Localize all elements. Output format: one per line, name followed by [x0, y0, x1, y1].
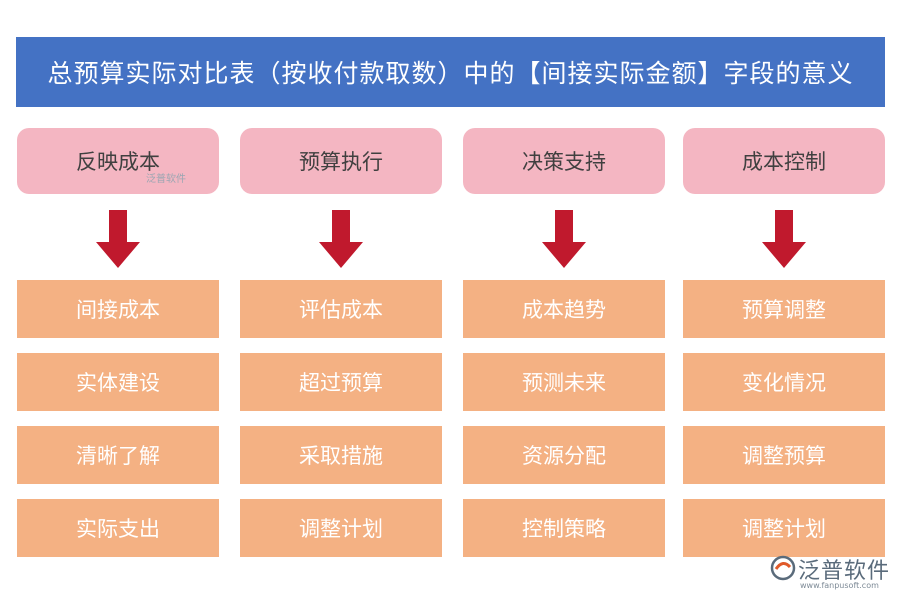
list-item: 评估成本	[240, 280, 442, 338]
list-item: 清晰了解	[17, 426, 219, 484]
page-title: 总预算实际对比表（按收付款取数）中的【间接实际金额】字段的意义	[16, 37, 885, 107]
arrow-down-icon	[542, 210, 586, 268]
list-item: 变化情况	[683, 353, 885, 411]
list-item: 采取措施	[240, 426, 442, 484]
column-heading: 预算执行	[240, 128, 442, 194]
list-item: 调整计划	[683, 499, 885, 557]
list-item: 实体建设	[17, 353, 219, 411]
list-item: 预测未来	[463, 353, 665, 411]
watermark-logo: 泛普软件 www.fanpusoft.com	[770, 553, 892, 593]
arrow-down-icon	[762, 210, 806, 268]
list-item: 间接成本	[17, 280, 219, 338]
arrow-down-icon	[319, 210, 363, 268]
arrow-down-icon	[96, 210, 140, 268]
watermark-name: 泛普软件	[798, 559, 891, 584]
list-item: 成本趋势	[463, 280, 665, 338]
column-heading: 决策支持	[463, 128, 665, 194]
list-item: 调整预算	[683, 426, 885, 484]
list-item: 资源分配	[463, 426, 665, 484]
watermark-mini: 泛普软件	[146, 174, 186, 185]
column-heading: 反映成本	[17, 128, 219, 194]
list-item: 超过预算	[240, 353, 442, 411]
watermark-url: www.fanpusoft.com	[800, 581, 879, 590]
column-heading: 成本控制	[683, 128, 885, 194]
list-item: 调整计划	[240, 499, 442, 557]
fanpu-logo-icon	[770, 555, 796, 581]
list-item: 预算调整	[683, 280, 885, 338]
list-item: 控制策略	[463, 499, 665, 557]
list-item: 实际支出	[17, 499, 219, 557]
